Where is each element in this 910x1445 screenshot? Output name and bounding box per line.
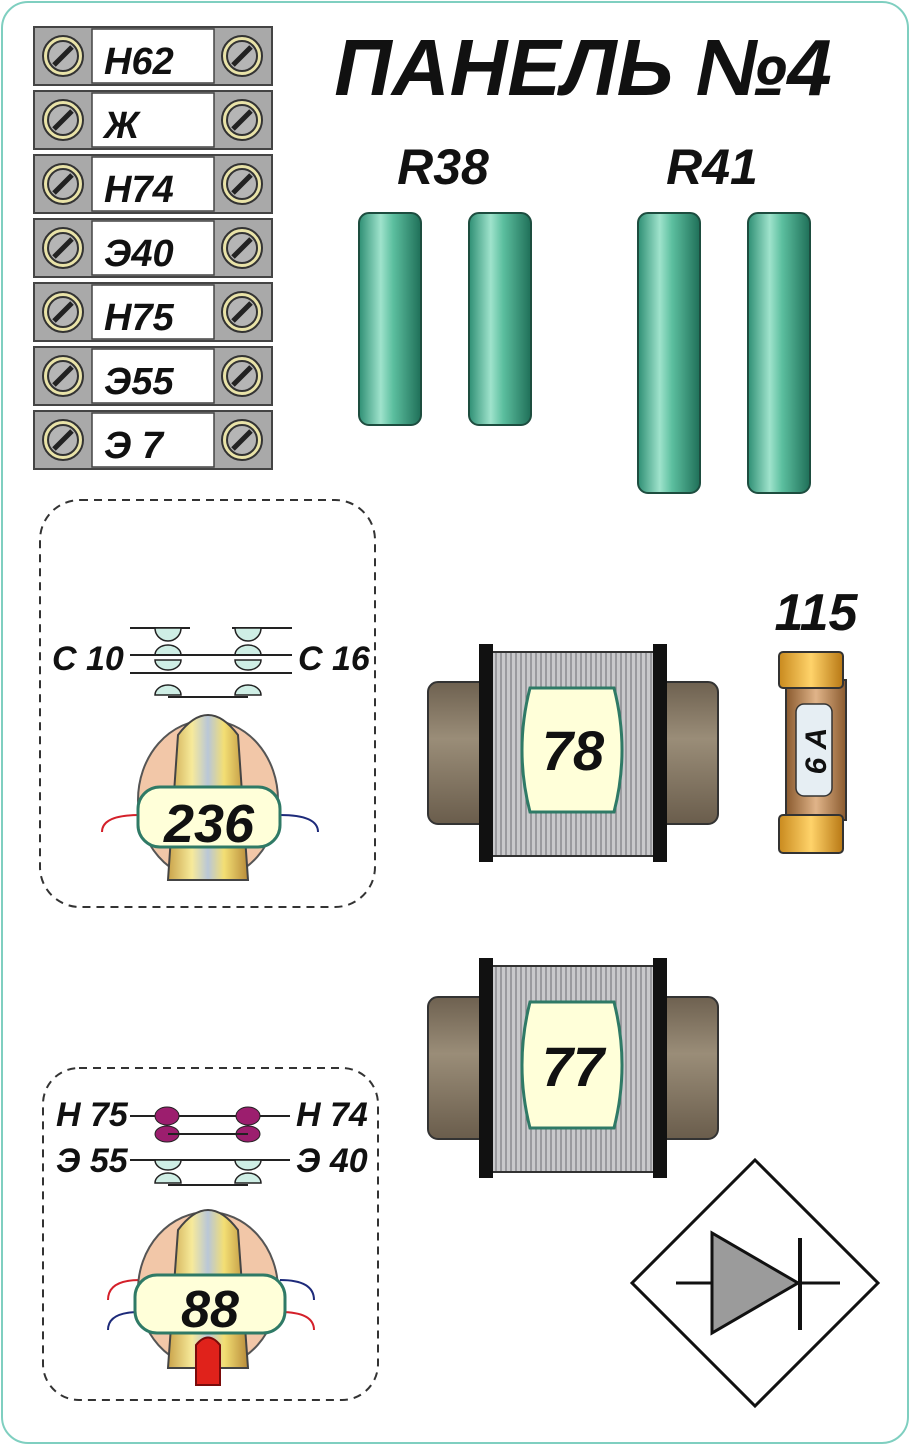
terminal-row: Э55 <box>33 346 273 406</box>
contact-label-top-right: Н 74 <box>296 1096 368 1134</box>
screw-icon <box>222 100 262 140</box>
terminal-row: Н74 <box>33 154 273 214</box>
resistor-body <box>468 212 532 426</box>
terminal-row: Ж <box>33 90 273 150</box>
terminal-row: Э 7 <box>33 410 273 470</box>
screw-icon <box>222 164 262 204</box>
terminal-label: Н74 <box>104 169 174 211</box>
screw-icon <box>43 36 83 76</box>
coil-number: 78 <box>542 719 605 782</box>
red-pointer <box>195 1336 221 1386</box>
fuse-number: 115 <box>775 584 859 642</box>
diode-icon <box>629 1157 881 1409</box>
terminal-row: Э40 <box>33 218 273 278</box>
resistor-r38: R38 <box>358 139 532 426</box>
terminal-label: Э 7 <box>104 425 165 467</box>
screw-icon <box>43 420 83 460</box>
coil-number-plate <box>520 1000 624 1130</box>
relay-outline <box>42 1067 379 1401</box>
fuse-rating-plate <box>795 703 833 797</box>
screw-icon <box>43 228 83 268</box>
coil-number-plate <box>520 686 624 814</box>
relay-number-plate <box>133 1273 287 1335</box>
screw-icon <box>222 228 262 268</box>
screw-icon <box>222 36 262 76</box>
fuse-115: 115 6 А <box>775 584 859 854</box>
contact-label-top-left: Н 75 <box>56 1096 129 1134</box>
coil-number: 77 <box>542 1035 607 1098</box>
terminal-label: Ж <box>102 105 141 147</box>
resistor-label: R38 <box>397 139 489 195</box>
terminal-block: Н62 Ж Н74 Э40 Н75 <box>33 26 273 470</box>
screw-icon <box>222 420 262 460</box>
screw-icon <box>43 164 83 204</box>
relay-number: 236 <box>163 794 255 854</box>
contact-label-right: С 16 <box>298 640 371 678</box>
terminal-label: Э40 <box>104 233 174 275</box>
relay-number-plate <box>136 785 282 849</box>
screw-icon <box>43 356 83 396</box>
resistor-label: R41 <box>666 139 758 195</box>
fuse-rating: 6 А <box>800 728 833 775</box>
screw-icon <box>43 292 83 332</box>
terminal-row: Н62 <box>33 26 273 86</box>
terminal-row: Н75 <box>33 282 273 342</box>
resistor-body <box>358 212 422 426</box>
contact-label-left: С 10 <box>52 640 124 678</box>
relay-outline <box>39 499 376 908</box>
terminal-label: Н75 <box>104 297 175 339</box>
screw-icon <box>43 100 83 140</box>
terminal-label: Н62 <box>104 41 174 83</box>
coil-78: 78 <box>427 644 719 862</box>
resistor-body <box>747 212 811 494</box>
contact-label-bottom-left: Э 55 <box>56 1142 129 1180</box>
resistor-r41: R41 <box>637 139 811 494</box>
relay-236: С 10 С 16 236 <box>39 499 376 908</box>
panel-title: ПАНЕЛЬ №4 <box>334 23 831 112</box>
relay-number: 88 <box>181 1281 239 1339</box>
screw-icon <box>222 292 262 332</box>
relay-88: Н 75 Н 74 Э 55 Э 40 88 <box>42 1067 379 1401</box>
coil-77: 77 <box>427 958 719 1178</box>
terminal-label: Э55 <box>104 361 174 403</box>
screw-icon <box>222 356 262 396</box>
resistor-body <box>637 212 701 494</box>
contact-label-bottom-right: Э 40 <box>296 1142 368 1180</box>
